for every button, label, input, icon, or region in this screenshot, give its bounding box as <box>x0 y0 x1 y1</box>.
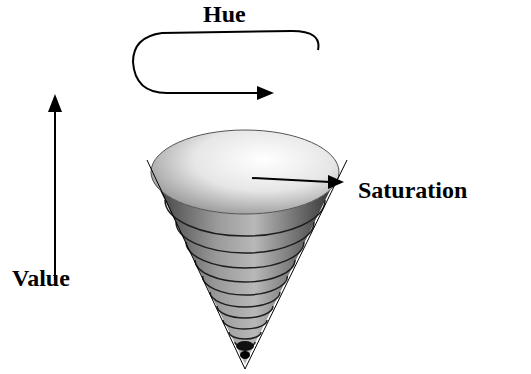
hue-arrowhead <box>257 86 274 100</box>
cone-tip-shade <box>236 341 254 351</box>
cone-rings <box>165 200 325 347</box>
cone-tip-shade <box>240 351 250 359</box>
saturation-arrowhead <box>328 175 344 189</box>
saturation-arrow <box>252 178 330 182</box>
value-arrowhead <box>48 94 62 112</box>
hue-label: Hue <box>203 1 246 27</box>
cone-top-disc <box>151 130 339 214</box>
value-arrow <box>54 108 56 280</box>
hue-arrow <box>133 31 318 93</box>
value-label: Value <box>12 265 70 291</box>
cone-outline <box>245 160 347 369</box>
saturation-label: Saturation <box>358 177 467 203</box>
cone-outline <box>147 160 245 369</box>
